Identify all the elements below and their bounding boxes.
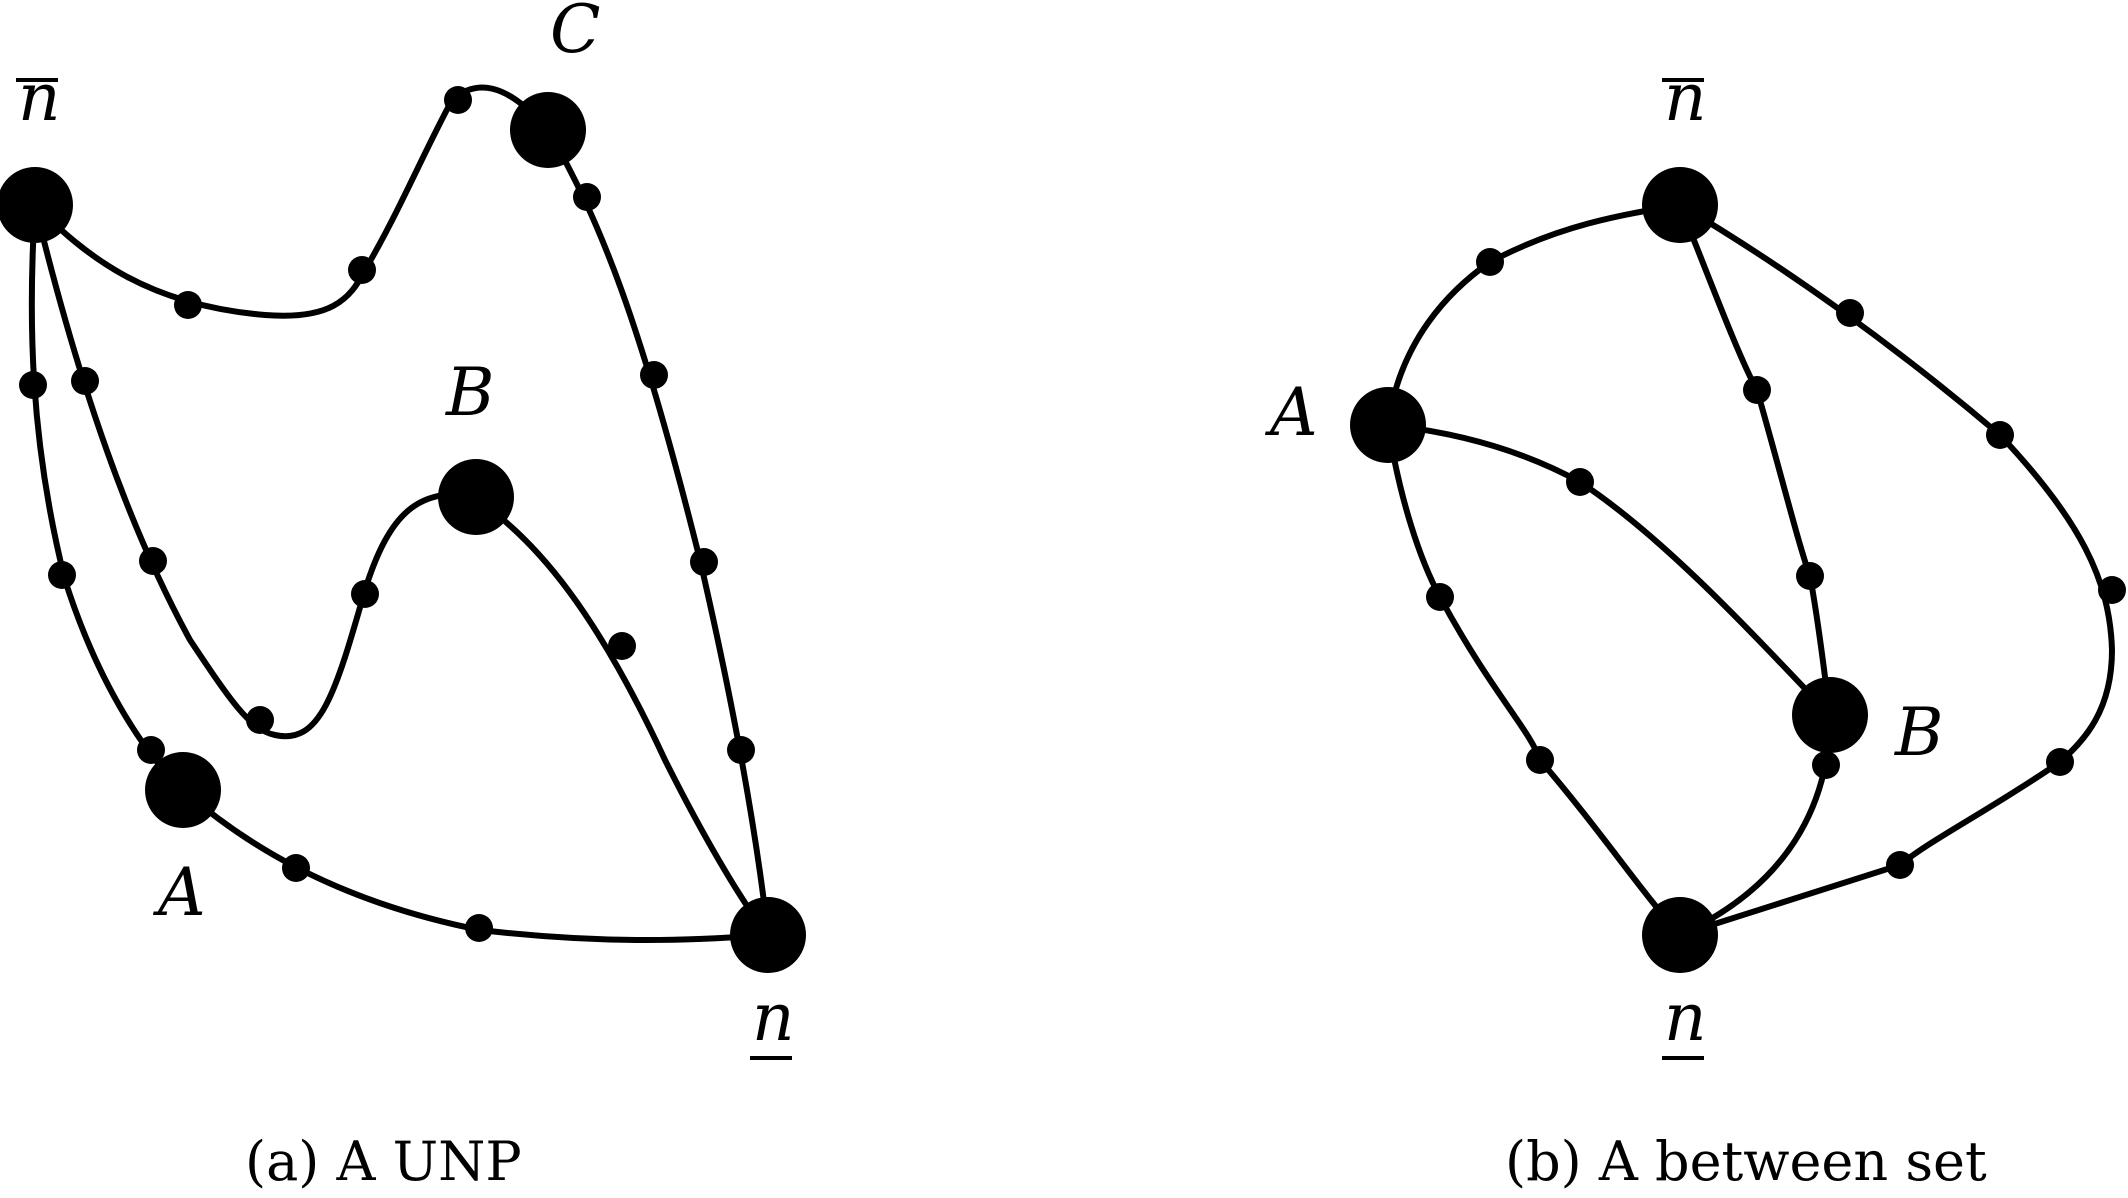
panel-b: n A B n (b) A between set	[1264, 59, 2126, 1193]
node-n-top	[1642, 167, 1718, 243]
edge-B-nbottom	[467, 492, 771, 938]
small-node	[1566, 468, 1594, 496]
small-node	[1836, 299, 1864, 327]
node-n-top	[0, 167, 73, 243]
label-B: B	[1894, 694, 1944, 771]
panel-a: n C B A n (a) A UNP	[0, 0, 806, 1193]
small-nodes-a	[19, 86, 755, 942]
node-A	[1350, 387, 1426, 463]
small-node	[1886, 851, 1914, 879]
node-B	[1792, 677, 1868, 753]
small-node	[19, 371, 47, 399]
label-n-top: n	[1664, 59, 1707, 136]
edge-C-nbottom	[545, 127, 771, 938]
small-node	[1743, 376, 1771, 404]
small-node	[727, 736, 755, 764]
label-B: B	[445, 354, 495, 431]
node-A	[145, 752, 221, 828]
small-node	[71, 367, 99, 395]
small-node	[573, 183, 601, 211]
small-node	[1986, 421, 2014, 449]
edge-ntop-right	[1677, 202, 2116, 765]
small-node	[1476, 248, 1504, 276]
small-node	[48, 561, 76, 589]
small-node	[640, 361, 668, 389]
caption-a: (a) A UNP	[245, 1130, 522, 1193]
caption-b: (b) A between set	[1505, 1130, 1987, 1193]
node-C	[510, 92, 586, 168]
small-node	[174, 291, 202, 319]
small-node	[348, 256, 376, 284]
edge-A-B	[1385, 422, 1833, 718]
small-node	[1526, 746, 1554, 774]
label-A: A	[1264, 374, 1318, 451]
label-A: A	[152, 854, 206, 931]
small-node	[1812, 751, 1840, 779]
label-C: C	[550, 0, 601, 68]
edge-right-nbottom	[1677, 759, 2063, 938]
edge-A-nbottom	[1385, 422, 1683, 938]
edge-ntop-B	[32, 202, 473, 740]
small-node	[351, 580, 379, 608]
small-node	[444, 86, 472, 114]
label-n-bottom: n	[752, 979, 795, 1056]
small-node	[465, 914, 493, 942]
node-B	[438, 459, 514, 535]
small-node	[690, 548, 718, 576]
small-node	[608, 632, 636, 660]
small-nodes-b	[1426, 248, 2126, 879]
node-n-bottom	[1642, 897, 1718, 973]
label-n-top: n	[18, 59, 61, 136]
edge-ntop-C	[32, 84, 551, 319]
small-node	[1426, 583, 1454, 611]
small-node	[2098, 576, 2126, 604]
node-n-bottom	[730, 897, 806, 973]
label-n-bottom: n	[1664, 979, 1707, 1056]
small-node	[246, 706, 274, 734]
small-node	[1796, 562, 1824, 590]
small-node	[137, 736, 165, 764]
edge-ntop-B	[1677, 202, 1833, 718]
edge-B-nbottom	[1677, 712, 1833, 938]
edge-A-ntop	[1385, 202, 1683, 428]
small-node	[2046, 748, 2074, 776]
small-node	[282, 854, 310, 882]
small-node	[139, 547, 167, 575]
